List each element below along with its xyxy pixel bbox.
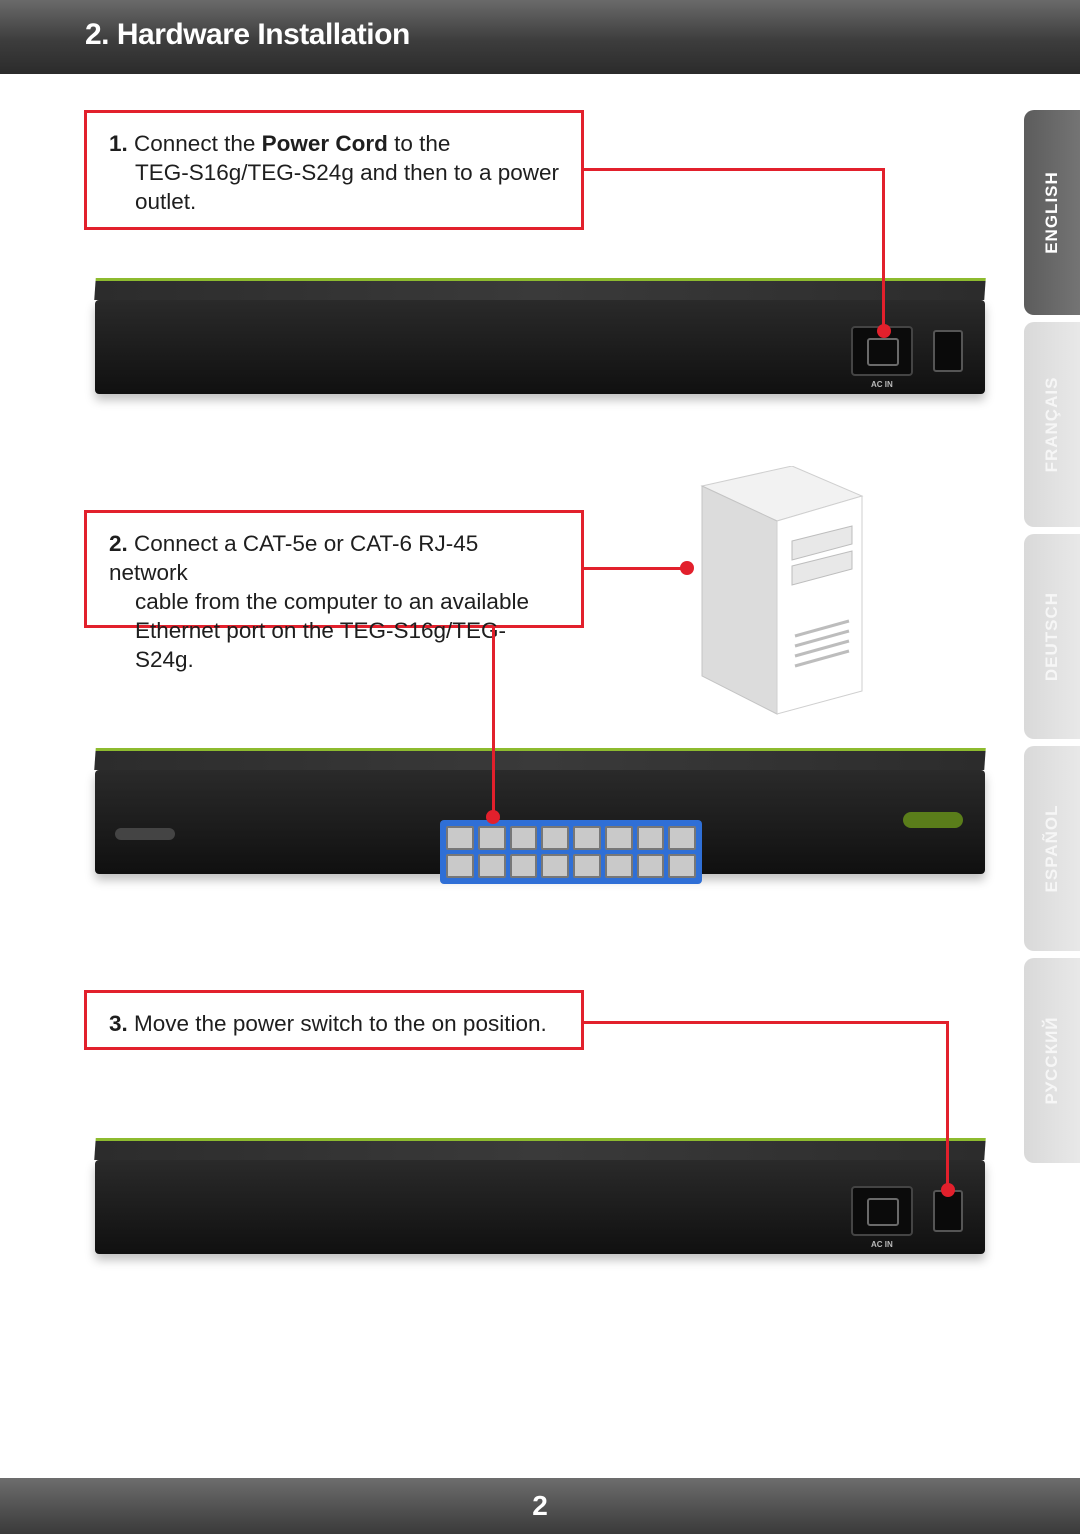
ethernet-port[interactable] — [573, 854, 601, 878]
step-2-line-2: cable from the computer to an available — [135, 589, 529, 614]
switch-rear-view: AC IN — [94, 278, 986, 394]
tab-russian-label: РУССКИЙ — [1042, 1016, 1061, 1105]
tab-espanol-label: ESPAÑOL — [1042, 804, 1061, 893]
power-switch-icon — [933, 330, 963, 372]
ethernet-port[interactable] — [541, 854, 569, 878]
ethernet-port[interactable] — [668, 826, 696, 850]
callout-line-1-vertical — [882, 168, 885, 330]
ethernet-port[interactable] — [446, 854, 474, 878]
step-2-line-3: Ethernet port on the TEG-S16g/TEG-S24g. — [135, 618, 507, 672]
ethernet-port[interactable] — [509, 826, 538, 850]
callout-line-3-horizontal — [584, 1021, 949, 1024]
switch-front-view — [94, 748, 986, 884]
step-1-text-pre: Connect the — [127, 131, 262, 156]
step-1-callout: 1. Connect the Power Cord to the TEG-S16… — [84, 110, 584, 230]
step-3-line-1: Move the power switch to the on position… — [127, 1011, 547, 1036]
tab-espanol[interactable]: ESPAÑOL — [1024, 746, 1080, 951]
step-3-callout: 3. Move the power switch to the on posit… — [84, 990, 584, 1050]
callout-line-2-vertical — [492, 626, 495, 816]
section-title: 2. Hardware Installation — [85, 18, 410, 51]
switch-rear-view-2: AC IN — [94, 1138, 986, 1254]
ethernet-port[interactable] — [541, 826, 569, 850]
computer-tower-icon — [700, 466, 864, 715]
switch-top-edge — [94, 278, 986, 300]
step-1-line-3: outlet. — [135, 189, 197, 214]
step-2-line-1: Connect a CAT-5e or CAT-6 RJ-45 network — [109, 531, 479, 585]
ethernet-port[interactable] — [573, 826, 601, 850]
page-header: 2. Hardware Installation — [0, 0, 1080, 74]
switch-top-edge-3 — [94, 1138, 986, 1160]
callout-dot-1 — [877, 324, 891, 338]
tab-english-label: ENGLISH — [1042, 171, 1061, 254]
step-2-callout: 2. Connect a CAT-5e or CAT-6 RJ-45 netwo… — [84, 510, 584, 672]
power-socket-icon — [851, 1186, 913, 1236]
brand-logo-icon — [115, 828, 175, 840]
tab-deutsch-label: DEUTSCH — [1042, 591, 1061, 682]
callout-line-3-vertical — [946, 1021, 949, 1189]
page-number: 2 — [532, 1490, 548, 1521]
switch-top-edge-front — [94, 748, 986, 770]
green-logo-icon — [903, 812, 963, 828]
tab-francais-label: FRANÇAIS — [1042, 376, 1061, 473]
ethernet-port[interactable] — [604, 854, 633, 878]
step-1-line-2: TEG-S16g/TEG-S24g and then to a power — [135, 160, 559, 185]
tab-francais[interactable]: FRANÇAIS — [1024, 322, 1080, 527]
ethernet-port[interactable] — [636, 826, 665, 850]
callout-dot-3 — [941, 1183, 955, 1197]
ethernet-port[interactable] — [509, 854, 538, 878]
callout-dot-2-pc — [680, 561, 694, 575]
ethernet-port[interactable] — [477, 854, 506, 878]
callout-line-2-horizontal — [584, 567, 688, 570]
page-footer — [0, 1478, 1080, 1534]
power-socket-icon — [851, 326, 913, 376]
ethernet-ports — [440, 820, 702, 884]
tab-deutsch[interactable]: DEUTSCH — [1024, 534, 1080, 739]
tab-russian[interactable]: РУССКИЙ — [1024, 958, 1080, 1163]
step-3-number: 3. — [109, 1011, 128, 1036]
ac-in-label-2: AC IN — [871, 1240, 893, 1249]
callout-dot-2-port — [486, 810, 500, 824]
step-1-number: 1. — [109, 131, 128, 156]
step-2-number: 2. — [109, 531, 128, 556]
step-1-power-cord: Power Cord — [261, 131, 388, 156]
callout-line-1-horizontal — [584, 168, 885, 171]
ethernet-port[interactable] — [446, 826, 474, 850]
ethernet-port[interactable] — [636, 854, 665, 878]
ethernet-port[interactable] — [477, 826, 506, 850]
ethernet-port[interactable] — [668, 854, 696, 878]
step-1-text-post: to the — [387, 131, 451, 156]
tab-english[interactable]: ENGLISH — [1024, 110, 1080, 315]
ethernet-port[interactable] — [604, 826, 633, 850]
ac-in-label: AC IN — [871, 380, 893, 389]
